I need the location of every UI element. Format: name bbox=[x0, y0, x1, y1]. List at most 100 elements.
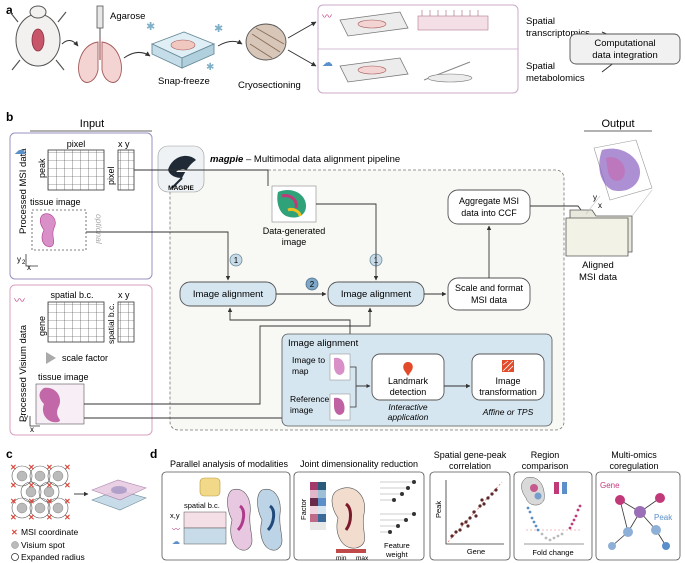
svg-text:✱: ✱ bbox=[214, 23, 223, 35]
feature-label-2: weight bbox=[385, 550, 409, 559]
image-alignment-2-label: Image alignment bbox=[341, 289, 412, 300]
svg-text:✕: ✕ bbox=[10, 497, 17, 506]
msi-side-label: Processed MSI data bbox=[18, 148, 29, 234]
lungs-icon bbox=[78, 38, 122, 83]
panel-a-label: a bbox=[6, 3, 13, 17]
max-label: max bbox=[356, 555, 369, 562]
landmark-label-2: detection bbox=[390, 387, 427, 397]
y2-sub: 2 bbox=[22, 260, 26, 266]
tissue-peak-map bbox=[257, 488, 283, 551]
spatial-bc-side-label: spatial b.c. bbox=[106, 303, 116, 344]
y2-label: y bbox=[17, 255, 21, 264]
svg-text:✕: ✕ bbox=[64, 463, 71, 472]
cryosectioning-label: Cryosectioning bbox=[238, 80, 301, 91]
factor-label: Factor bbox=[299, 498, 308, 520]
legend-expanded: Expanded radius bbox=[21, 552, 85, 562]
svg-text:〰: 〰 bbox=[322, 12, 332, 23]
affine-label: Affine or TPS bbox=[482, 407, 534, 417]
multi-box bbox=[595, 471, 681, 561]
msi-tissue-image-box bbox=[31, 209, 87, 251]
panel-c-label: c bbox=[6, 447, 13, 461]
computational-integration-box bbox=[569, 33, 681, 65]
visium-side-label: Processed Visium data bbox=[18, 324, 29, 422]
network-graph bbox=[608, 493, 670, 550]
tissue-gene-map bbox=[227, 488, 253, 551]
spatial-metabolomics-label-1: Spatial bbox=[526, 61, 555, 72]
msi-matrix bbox=[47, 149, 105, 191]
spatial-metabolomics-label-2: metabolomics bbox=[526, 73, 585, 84]
inset-title: Image alignment bbox=[288, 338, 359, 349]
factor-tissue-map bbox=[331, 487, 365, 549]
svg-text:✕: ✕ bbox=[28, 513, 35, 522]
aligned-label-2: MSI data bbox=[579, 272, 618, 283]
svg-text:✕: ✕ bbox=[10, 481, 17, 490]
svg-text:✕: ✕ bbox=[28, 463, 35, 472]
scatter-points bbox=[450, 488, 498, 538]
scale-factor-label: scale factor bbox=[62, 353, 108, 363]
parallel-box bbox=[161, 471, 291, 561]
agarose-label: Agarose bbox=[110, 11, 145, 22]
reference-label-1: Reference bbox=[290, 394, 329, 404]
output-header: Output bbox=[601, 118, 634, 130]
mold-icon: ✱ ✱ ✱ bbox=[146, 21, 223, 73]
spatial-transcriptomics-label-1: Spatial bbox=[526, 16, 555, 27]
reference-label-2: image bbox=[290, 405, 313, 415]
data-generated-label-1: Data-generated bbox=[263, 226, 326, 236]
fold-change-label: Fold change bbox=[532, 548, 573, 557]
coordinate-grid-diagram: ✕✕✕✕ ✕✕✕✕ ✕✕✕✕ ✕✕✕✕ bbox=[10, 463, 71, 522]
multi-title-2: coregulation bbox=[609, 461, 658, 471]
arrow-to-msi bbox=[287, 49, 317, 67]
magpie-title: – Multimodal data alignment pipeline bbox=[246, 154, 400, 165]
snap-freeze-label: Snap-freeze bbox=[158, 76, 210, 87]
transform-label-1: Image bbox=[495, 376, 520, 386]
scale-format-label-2: MSI data bbox=[471, 295, 507, 305]
svg-text:✕: ✕ bbox=[64, 481, 71, 490]
multi-title-1: Multi-omics bbox=[611, 450, 657, 460]
msi-slide: ☁ bbox=[322, 57, 473, 83]
svg-text:✕: ✕ bbox=[46, 497, 53, 506]
visium-xy-label: x y bbox=[118, 290, 130, 300]
volcano-plot bbox=[524, 504, 584, 545]
joint-title: Joint dimensionality reduction bbox=[300, 459, 418, 469]
visium-matrix bbox=[47, 301, 105, 343]
spatial-transcriptomics-label-2: transcriptomics bbox=[526, 28, 590, 39]
tissue-image-visium-label: tissue image bbox=[38, 372, 89, 382]
image-to-map-label-2: map bbox=[292, 366, 309, 376]
data-generated-label-2: image bbox=[282, 237, 307, 247]
corr-box bbox=[429, 471, 511, 561]
panel-b-label: b bbox=[6, 110, 13, 124]
pipeline-arrows bbox=[84, 169, 585, 419]
feature-label-1: Feature bbox=[384, 541, 410, 550]
aligned-label-1: Aligned bbox=[582, 260, 614, 271]
layered-planes-icon bbox=[91, 479, 147, 511]
magpie-logo: MAGPIE bbox=[157, 145, 205, 193]
aggregate-label-2: data into CCF bbox=[461, 208, 517, 218]
image-transformation-box bbox=[471, 353, 545, 401]
svg-text:✕: ✕ bbox=[46, 463, 53, 472]
svg-text:✱: ✱ bbox=[146, 21, 155, 33]
corr-gene-axis: Gene bbox=[467, 547, 485, 556]
magpie-logo-text: MAGPIE bbox=[168, 185, 194, 192]
parallel-title: Parallel analysis of modalities bbox=[170, 459, 289, 469]
region-title-1: Region bbox=[531, 450, 560, 460]
scale-factor-icon bbox=[46, 352, 56, 364]
x2-label: x bbox=[27, 263, 31, 272]
peak-node-label: Peak bbox=[654, 513, 673, 522]
pixel-side-label: pixel bbox=[106, 166, 116, 185]
cryosection-icon bbox=[245, 23, 287, 61]
out-y-label: y bbox=[593, 193, 597, 202]
corr-title-2: correlation bbox=[449, 461, 491, 471]
aggregate-box bbox=[447, 189, 531, 225]
interactive-label-1: Interactive bbox=[388, 402, 427, 412]
interactive-label-2: application bbox=[388, 412, 429, 422]
landmark-label-1: Landmark bbox=[388, 376, 429, 386]
feature-weight-lollipops bbox=[380, 480, 416, 534]
x-vis-label: x bbox=[30, 425, 34, 434]
parallel-spatial-bc: spatial b.c. bbox=[184, 501, 220, 510]
tissue-image-msi-label: tissue image bbox=[30, 197, 81, 207]
svg-text:✕: ✕ bbox=[10, 513, 17, 522]
optional-label: optional bbox=[94, 214, 104, 245]
step-1a-badge bbox=[229, 253, 243, 267]
y-vis-label: y bbox=[24, 413, 28, 422]
